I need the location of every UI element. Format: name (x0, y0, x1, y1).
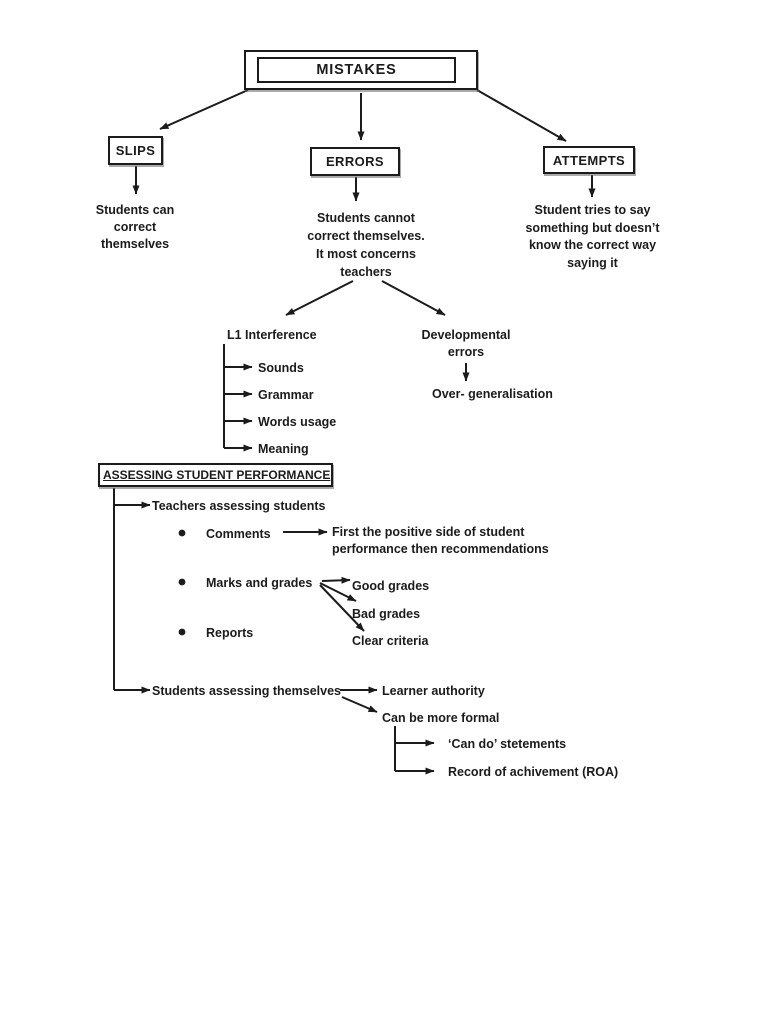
node-can-be-more-formal: Can be more formal (382, 711, 500, 725)
node-marks-and-grades: Marks and grades (206, 576, 313, 590)
node-teachers-assessing-students: Teachers assessing students (152, 499, 326, 513)
arrow-students-can-be-more-formal (341, 696, 378, 713)
mistakes-label: MISTAKES (257, 57, 456, 83)
node-can-do-statements: ‘Can do’ stetements (448, 737, 567, 751)
node-comments: Comments (206, 527, 271, 541)
comments-note: First the positive side of student perfo… (332, 525, 549, 556)
node-reports: Reports (206, 626, 254, 640)
node-bad-grades: Bad grades (352, 607, 421, 621)
assessing-student-performance-box: ASSESSING STUDENT PERFORMANCE (98, 463, 333, 487)
errors-box: ERRORS (310, 147, 400, 176)
arrow-mistakes-attempts (476, 89, 567, 142)
arrow-mistakes-slips (159, 89, 249, 130)
bullet-reports (178, 628, 186, 636)
bullet-marks-and-grades (178, 578, 186, 586)
mistakes-box: MISTAKES (244, 50, 478, 90)
node-good-grades: Good grades (352, 579, 430, 593)
node-record-of-achievement: Record of achivement (ROA) (448, 765, 619, 779)
node-over-generalisation: Over- generalisation (432, 387, 553, 401)
node-words-usage: Words usage (258, 415, 337, 429)
slips-box: SLIPS (108, 136, 163, 165)
bullet-comments (178, 529, 186, 537)
node-learner-authority: Learner authority (382, 684, 485, 698)
arrow-errors-developmental (381, 280, 446, 316)
node-grammar: Grammar (258, 388, 314, 402)
attempts-description: Student tries to say something but doesn… (525, 203, 660, 270)
node-developmental-errors: Developmental errors (421, 328, 511, 359)
attempts-box: ATTEMPTS (543, 146, 635, 174)
node-students-assessing-themselves: Students assessing themselves (152, 684, 341, 698)
errors-description: Students cannot correct themselves. It m… (307, 211, 425, 279)
arrow-marks-good-grades (321, 576, 351, 584)
node-sounds: Sounds (258, 361, 304, 375)
node-meaning: Meaning (258, 442, 309, 456)
arrow-marks-bad-grades (319, 582, 357, 602)
node-clear-criteria: Clear criteria (352, 634, 429, 648)
arrow-errors-l1 (285, 280, 354, 316)
node-l1-interference: L1 Interference (227, 328, 317, 342)
slips-description: Students can correct themselves (95, 203, 175, 251)
